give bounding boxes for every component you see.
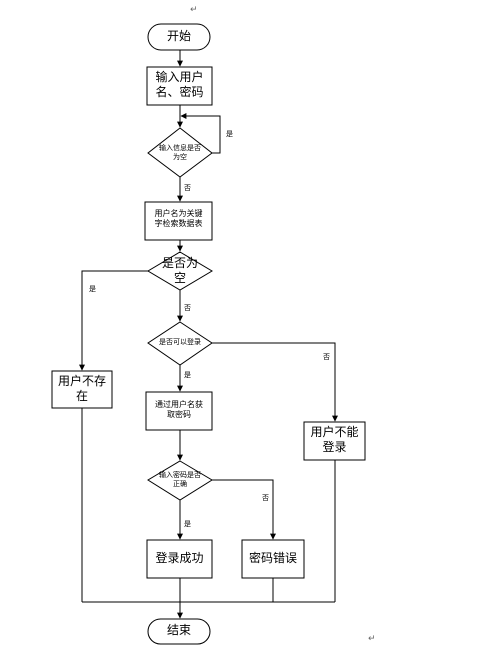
edge-label-canlogin-yes: 是 (184, 371, 191, 379)
login-success-box (146, 539, 213, 579)
password-wrong-box (241, 539, 305, 579)
search-label: 用户名为关键 字检索数据表 (154, 209, 203, 228)
edge-correct-wrong-no (212, 479, 276, 540)
result-empty-label: 是否为 空 (161, 256, 198, 285)
password-wrong-label: 密码错误 (248, 551, 297, 565)
input-label: 输入用户 名、密码 (155, 70, 204, 99)
edge-check-loop-yes (180, 113, 221, 154)
user-missing-label: 用户不存 在 (57, 374, 106, 403)
cannot-login-box (303, 421, 366, 461)
check-empty-label: 输入信息是否 为空 (159, 144, 201, 161)
paragraph-mark-bottom: ↵ (368, 634, 376, 644)
edge-result-missing-yes (79, 270, 148, 371)
edge-label-missing-yes: 是 (89, 285, 96, 293)
get-password-label: 通过用户名获 取密码 (155, 400, 203, 419)
password-correct-label: 输入密码是否 正确 (159, 471, 201, 488)
input-box (146, 66, 213, 106)
edge-label-wrong-no: 否 (262, 494, 269, 502)
end-terminal (147, 618, 211, 645)
start-label: 开始 (166, 29, 191, 43)
edge-label-success-yes: 是 (184, 520, 191, 528)
cannot-login-label: 用户不能 登录 (310, 425, 359, 454)
edge-label-loop-yes: 是 (226, 130, 233, 138)
login-success-label: 登录成功 (155, 551, 204, 565)
edge-label-check-no: 否 (184, 184, 191, 192)
can-login-label: 是否可以登录 (159, 338, 201, 346)
paragraph-mark-top: ↵ (190, 5, 198, 15)
edge-label-cannot-no: 否 (323, 353, 330, 361)
get-password-box (145, 391, 213, 431)
search-box (144, 201, 213, 241)
edge-canlogin-cannot-no (212, 342, 338, 422)
user-missing-box (51, 370, 113, 409)
end-label: 结束 (166, 623, 191, 637)
start-terminal (147, 23, 211, 51)
edge-label-result-no: 否 (184, 304, 191, 312)
